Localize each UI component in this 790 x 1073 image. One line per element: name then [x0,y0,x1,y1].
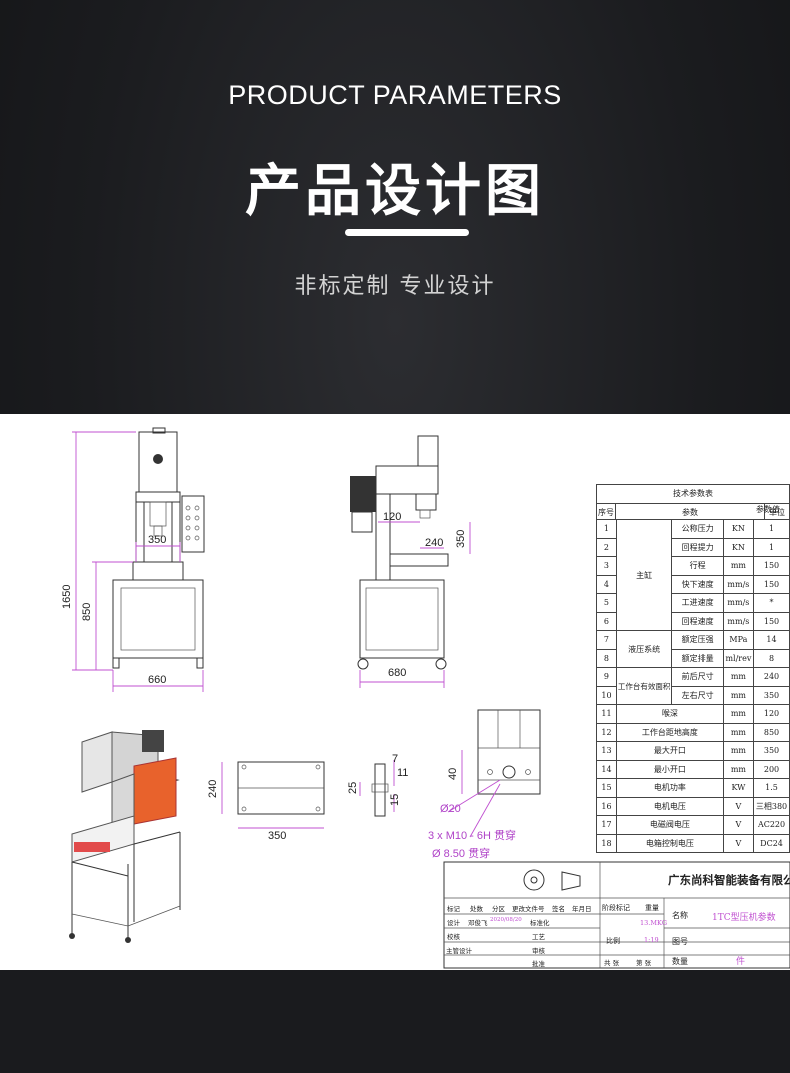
qty-value: 件 [736,957,746,967]
dim-phi850: Ø 8.50 贯穿 [432,846,490,860]
dim-side-120: 120 [383,511,401,523]
design-drawing-sheet: 1650 850 350 660 120 240 [0,414,790,970]
side-view: 120 240 350 680 [350,435,471,688]
parameter-table: 技术参数表 序号 参数 单位 [596,484,790,522]
title-block-lines [443,861,790,969]
dim-table-350: 350 [268,830,286,842]
drawing-name: 1TC型压机参数 [712,913,776,923]
worktable-detail: 240 350 7 11 25 15 40 Ø20 3 x M1 [207,709,541,860]
dim-front-width: 660 [148,674,166,686]
tb-designer: 邓俊飞 [468,919,488,927]
sheets-total: 共 张 [604,959,620,967]
tb-change-no: 更改文件号 [512,905,545,913]
dim-m10: 3 x M10 - 6H 贯穿 [428,828,516,842]
table-header-unit: 单位 [764,502,790,522]
dim-block-40: 40 [447,768,459,780]
dim-front-height-lower: 850 [81,603,93,621]
tb-main-design: 主管设计 [446,947,472,955]
drawing-name-label: 名称 [672,911,688,920]
group-main-cylinder: 主缸 [615,519,673,631]
dim-table-240: 240 [207,780,219,798]
weight-value: 13.MKG [640,919,668,927]
footer-band [0,970,790,1073]
dim-side-width: 680 [388,667,406,679]
drawing-svg: 1650 850 350 660 120 240 [61,427,790,969]
stage-mark-label: 阶段标记 [602,904,630,912]
qty-label: 数量 [672,957,688,966]
scale-value: 1:19 [644,936,659,944]
chinese-title: 产品设计图 [245,159,545,224]
iso-view [69,730,181,943]
dim-front-height: 1650 [61,585,73,609]
tb-check: 校核 [447,933,460,941]
subtitle: 非标定制 专业设计 [294,274,496,299]
scale-label: 比例 [606,937,620,945]
tb-mark: 标记 [447,905,460,913]
dim-side-240: 240 [425,537,443,549]
figure-no-label: 图号 [672,937,688,946]
weight-label: 重量 [645,904,659,912]
dim-slot-25: 25 [347,782,359,794]
tb-date: 年月日 [572,905,592,913]
dim-slot-15: 15 [389,794,401,806]
tb-zone: 分区 [492,905,505,913]
english-title: PRODUCT PARAMETERS [228,80,562,110]
tb-review: 审核 [532,947,545,955]
tb-design: 设计 [447,919,460,927]
dim-phi20: Ø20 [440,803,461,815]
tb-count: 处数 [470,905,483,913]
table-title: 技术参数表 [596,484,790,504]
dim-slot-7: 7 [392,753,398,765]
dim-front-350: 350 [148,534,166,546]
company-name: 广东尚科智能装备有限公司 [668,873,790,887]
tb-standard: 标准化 [530,919,550,927]
dim-side-350: 350 [455,530,467,548]
group-hydraulic: 液压系统 [615,630,673,668]
dim-slot-11: 11 [397,767,408,779]
sheet-number: 第 张 [636,959,652,967]
front-view: 1650 850 350 660 [61,427,205,692]
header: PRODUCT PARAMETERS 产品设计图 非标定制 专业设计 [0,0,790,410]
title-divider [345,229,469,236]
tb-design-date: 2020/08/20 [490,917,522,923]
tb-approve: 批准 [532,960,545,968]
tb-process: 工艺 [532,933,545,941]
table-header-value: 参数值 [756,505,780,514]
group-worktable: 工作台有效面积 [615,667,673,705]
tb-sign: 签名 [552,905,565,913]
